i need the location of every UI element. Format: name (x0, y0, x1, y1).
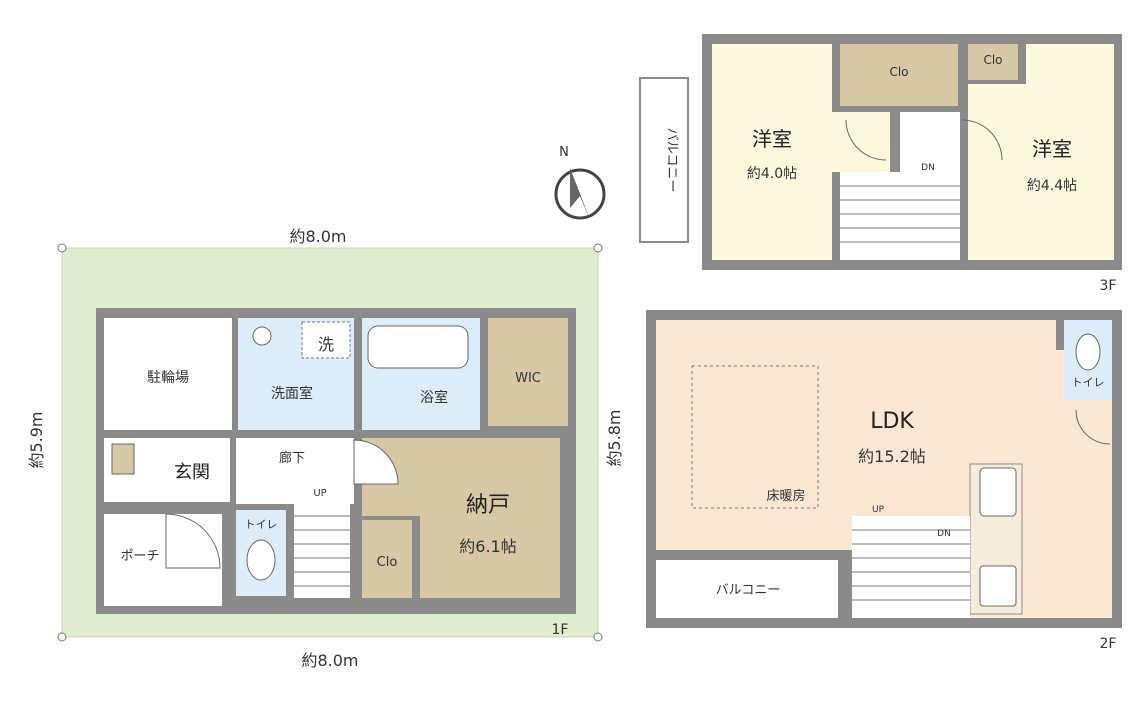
closet-label-1f: Clo (377, 555, 398, 570)
closet-a-3f (840, 44, 958, 106)
bike-parking-room (104, 318, 232, 430)
dimension-bottom-width: 約8.0m (301, 651, 358, 670)
dimension-top-width: 約8.0m (289, 227, 346, 246)
door-swing-3f-west (845, 119, 887, 161)
west-room-label-3f: 洋室 (752, 127, 792, 151)
porch-area (104, 514, 222, 606)
bathtub-icon (367, 325, 469, 369)
second-floor (646, 310, 1122, 628)
third-floor (639, 34, 1122, 270)
west-room-3f (712, 44, 832, 260)
dimension-right-depth: 約5.8m (605, 409, 624, 466)
toilet-icon-2f (1075, 333, 1101, 371)
floor-heating-zone (691, 365, 819, 509)
west-room-size-3f: 約4.0帖 (747, 166, 797, 182)
kitchen-sink-icon (979, 467, 1017, 517)
stairs-3f (840, 172, 960, 260)
floor-heating-label: 床暖房 (766, 488, 805, 504)
floor-label-2f: 2F (1100, 636, 1117, 652)
balcony-3f (639, 77, 689, 243)
hallway-label: 廊下 (279, 450, 305, 466)
east-room-size-3f: 約4.4帖 (1027, 178, 1077, 194)
washroom-label: 洗面室 (271, 385, 313, 402)
toilet-icon (246, 539, 276, 581)
porch-label: ポーチ (120, 549, 159, 564)
stairs-up-label-2f: UP (872, 505, 885, 515)
closet-1f (362, 520, 412, 598)
storage-size-label: 約6.1帖 (459, 537, 516, 556)
balcony-label-2f: バルコニー (716, 583, 781, 598)
wic-label: WIC (515, 371, 541, 386)
entrance-label: 玄関 (174, 462, 210, 483)
door-swing-3f-east (961, 119, 1003, 161)
storage-room (420, 438, 560, 598)
dimension-left-depth: 約5.9m (27, 411, 46, 468)
washer-space (301, 321, 351, 359)
balcony-2f (656, 560, 838, 618)
stairs-1f (294, 498, 350, 598)
balcony-label-3f: バルコニー (664, 128, 679, 193)
east-room-label-3f: 洋室 (1032, 137, 1072, 161)
washer-label: 洗 (318, 335, 334, 354)
first-floor (96, 308, 576, 614)
stairs-up-label-1f: UP (313, 488, 326, 499)
compass-north-label: N (559, 145, 569, 160)
floor-label-1f: 1F (552, 622, 569, 638)
door-swing-porch (165, 513, 221, 569)
hallway-room (236, 438, 354, 504)
closet-a-label-3f: Clo (889, 65, 908, 79)
door-swing-1f (353, 439, 399, 485)
sink-icon (252, 326, 272, 346)
compass-needle-icon (570, 168, 590, 220)
floor-label-3f: 3F (1100, 278, 1117, 294)
shoe-cabinet (111, 443, 135, 475)
wic-room (488, 318, 568, 426)
storage-label: 納戸 (466, 493, 510, 518)
toilet-label-1f: トイレ (245, 518, 278, 531)
compass: N (554, 145, 606, 220)
stairs-2f (852, 516, 970, 618)
stairs-down-label-2f: DN (937, 529, 951, 539)
east-room-3f (968, 84, 1114, 260)
closet-b-label-3f: Clo (983, 53, 1002, 67)
bathroom-label: 浴室 (420, 389, 448, 406)
bike-parking-label: 駐輪場 (147, 369, 189, 386)
ldk-size-label: 約15.2帖 (858, 447, 926, 466)
closet-b-3f (968, 44, 1018, 80)
door-swing-2f-toilet (1075, 409, 1111, 445)
toilet-label-2f: トイレ (1072, 376, 1105, 389)
stairs-down-label-3f: DN (921, 163, 935, 173)
ldk-label: LDK (870, 409, 914, 434)
stove-icon (979, 565, 1017, 607)
